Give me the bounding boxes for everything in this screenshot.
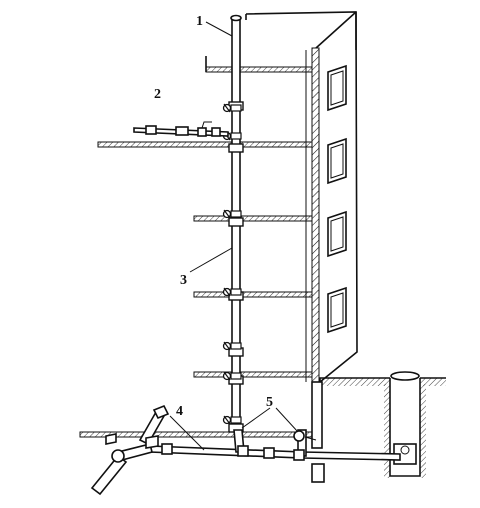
pipe-tee-fitting [228, 143, 244, 153]
riser-valve [222, 287, 242, 297]
building-wall-section [311, 47, 320, 383]
riser-valve [222, 371, 242, 381]
label-valves: 5 [266, 395, 273, 410]
drain-box [311, 463, 325, 483]
ground [311, 377, 446, 449]
floor-slab [205, 66, 313, 73]
pipe-tee-fitting [228, 217, 244, 227]
inlet-branch-pipe [90, 404, 170, 496]
window [327, 286, 347, 334]
riser-valve [222, 341, 242, 351]
horizontal-main-pipe [149, 429, 401, 461]
window [327, 210, 347, 258]
floor-slab [193, 215, 313, 222]
floor-slab [97, 141, 313, 148]
riser-fittings [222, 101, 244, 433]
well [384, 371, 426, 478]
floor-slabs [79, 56, 321, 438]
label-vertical-stack: 3 [180, 273, 187, 288]
upper-branch-pipe [133, 121, 229, 137]
floor-slab [193, 371, 313, 378]
window [327, 137, 347, 185]
riser-valve [222, 415, 242, 425]
leader-lines [169, 21, 299, 451]
label-floor-space: 2 [154, 87, 161, 102]
window [327, 64, 347, 112]
label-riser: 1 [196, 14, 203, 29]
floor-slab [193, 291, 313, 298]
label-horizontal-main: 4 [176, 404, 183, 419]
riser-valve [222, 209, 242, 219]
riser-valve [222, 103, 242, 113]
